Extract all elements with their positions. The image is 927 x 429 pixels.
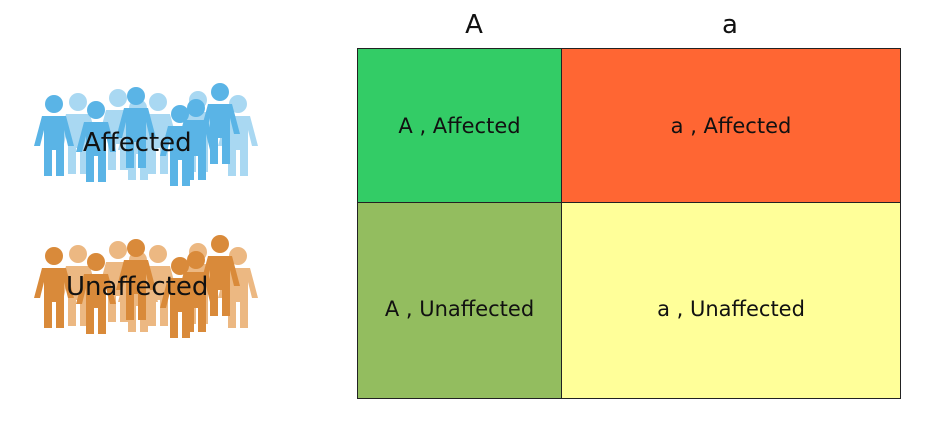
cell-dominant-unaffected: A , Unaffected bbox=[358, 203, 562, 398]
column-header-dominant: A bbox=[465, 10, 483, 40]
column-header-recessive: a bbox=[722, 10, 738, 40]
cell-recessive-unaffected: a , Unaffected bbox=[562, 203, 900, 398]
unaffected-label: Unaffected bbox=[66, 272, 209, 302]
unaffected-people-group: Unaffected bbox=[30, 222, 270, 352]
affected-label: Affected bbox=[83, 128, 192, 158]
punnett-grid: A , Affected a , Affected A , Unaffected… bbox=[357, 48, 901, 399]
cell-recessive-affected: a , Affected bbox=[562, 49, 900, 203]
affected-people-group: Affected bbox=[30, 70, 270, 200]
cell-dominant-affected: A , Affected bbox=[358, 49, 562, 203]
